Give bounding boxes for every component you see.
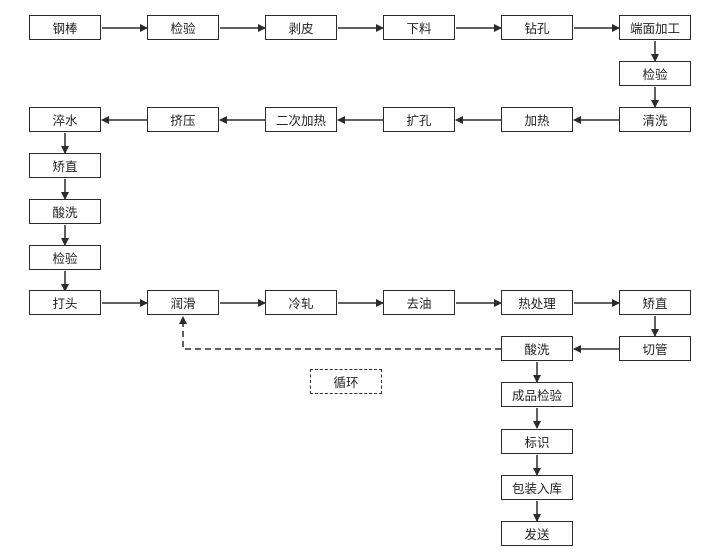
step-packing-storage: 包装入库 [501, 475, 573, 500]
step-label: 切管 [642, 342, 668, 357]
step-label: 发送 [524, 527, 550, 542]
step-label: 去油 [406, 296, 432, 311]
step-pickling-1: 酸洗 [29, 199, 101, 224]
step-pointing: 打头 [29, 290, 101, 315]
step-end-face-machining: 端面加工 [619, 15, 691, 40]
step-label: 钢棒 [52, 21, 78, 36]
step-steel-bar: 钢棒 [29, 15, 101, 40]
step-inspection-3: 检验 [29, 245, 101, 270]
step-label: 打头 [52, 296, 78, 311]
loop-legend-label: 循环 [333, 375, 359, 390]
step-label: 下料 [406, 21, 432, 36]
step-heating: 加热 [501, 107, 573, 132]
step-cutting: 下料 [383, 15, 455, 40]
step-straightening-2: 矫直 [619, 290, 691, 315]
step-cold-rolling: 冷轧 [265, 290, 337, 315]
step-degreasing: 去油 [383, 290, 455, 315]
step-label: 二次加热 [275, 113, 326, 128]
step-final-inspection: 成品检验 [501, 382, 573, 407]
step-label: 扩孔 [406, 113, 432, 128]
step-label: 检验 [52, 251, 78, 266]
loop-arrow-n24-n18 [179, 316, 501, 350]
step-extrusion: 挤压 [147, 107, 219, 132]
step-inspection-1: 检验 [147, 15, 219, 40]
loop-legend: 循环 [310, 369, 382, 394]
step-peeling: 剥皮 [265, 15, 337, 40]
step-label: 矫直 [52, 159, 78, 174]
step-cleaning: 清洗 [619, 107, 691, 132]
step-tube-cutting: 切管 [619, 336, 691, 361]
step-label: 冷轧 [288, 296, 314, 311]
step-label: 剥皮 [288, 21, 314, 36]
step-label: 清洗 [642, 113, 668, 128]
step-label: 检验 [170, 21, 196, 36]
step-drilling: 钻孔 [501, 15, 573, 40]
step-label: 检验 [642, 67, 668, 82]
step-reaming: 扩孔 [383, 107, 455, 132]
step-marking: 标识 [501, 429, 573, 454]
step-label: 成品检验 [511, 388, 562, 403]
step-straightening-1: 矫直 [29, 153, 101, 178]
step-shipping: 发送 [501, 521, 573, 546]
step-pickling-2: 酸洗 [501, 336, 573, 361]
step-label: 端面加工 [629, 21, 680, 36]
step-label: 酸洗 [524, 342, 550, 357]
step-label: 润滑 [170, 296, 196, 311]
step-label: 矫直 [642, 296, 668, 311]
step-water-quench: 淬水 [29, 107, 101, 132]
step-label: 标识 [524, 435, 550, 450]
step-label: 挤压 [170, 113, 196, 128]
step-label: 钻孔 [524, 21, 550, 36]
step-second-heating: 二次加热 [265, 107, 337, 132]
step-lubrication: 润滑 [147, 290, 219, 315]
step-heat-treatment: 热处理 [501, 290, 573, 315]
step-label: 加热 [524, 113, 550, 128]
step-label: 热处理 [518, 296, 556, 311]
step-label: 包装入库 [511, 481, 562, 496]
step-label: 酸洗 [52, 205, 78, 220]
step-label: 淬水 [52, 113, 78, 128]
step-inspection-2: 检验 [619, 61, 691, 86]
